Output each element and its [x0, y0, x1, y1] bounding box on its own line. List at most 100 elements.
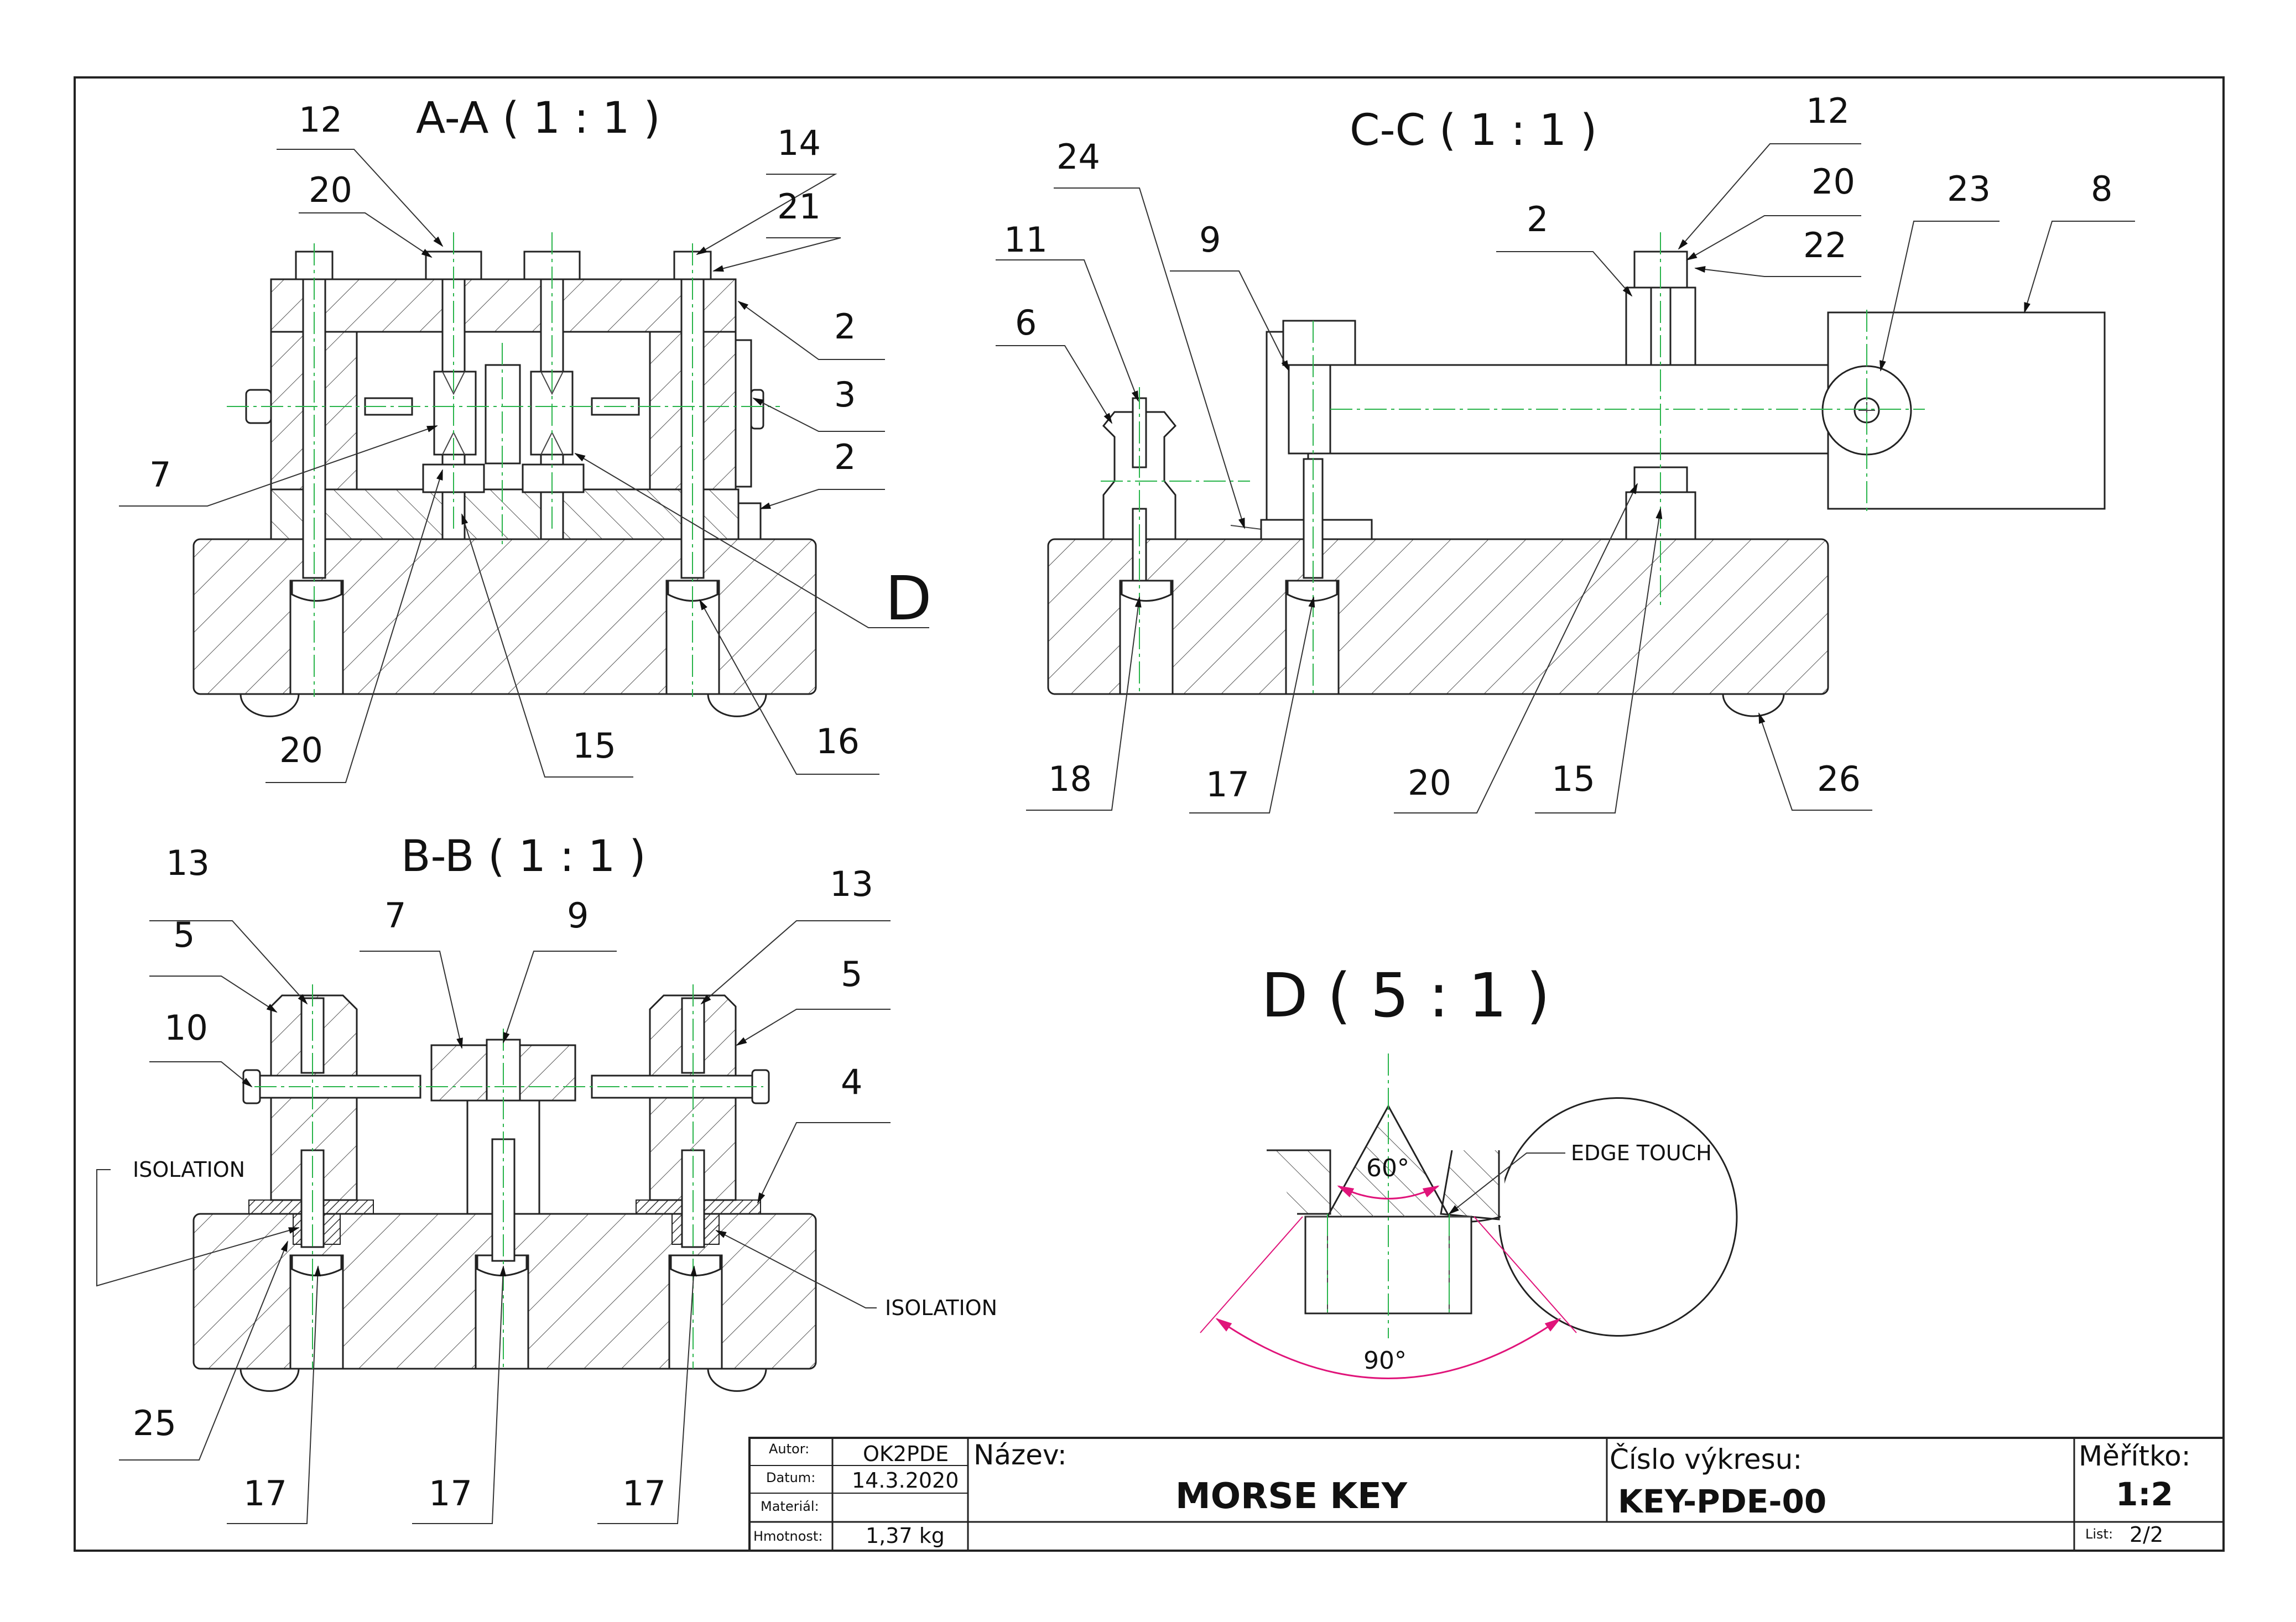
- cc-label-8: 8: [2091, 169, 2112, 209]
- cc-leader-2: [1496, 251, 1633, 297]
- cc-leader-20b: [1394, 483, 1638, 813]
- bb-label-9: 9: [567, 895, 589, 936]
- cc-leader-18: [1026, 596, 1142, 811]
- bb-foot-right: [707, 1368, 767, 1392]
- tb-name-label: Název:: [973, 1439, 1067, 1471]
- aa-side-knob-right: [750, 389, 764, 430]
- bb-label-17c: 17: [622, 1473, 666, 1514]
- tb-date: 14.3.2020: [852, 1468, 959, 1493]
- bb-head-3: [670, 1254, 721, 1276]
- cc-leader-9: [1170, 270, 1289, 372]
- bb-leader-7: [360, 951, 463, 1049]
- cc-label-15: 15: [1552, 759, 1595, 799]
- tb-mass: 1,37 kg: [866, 1524, 945, 1548]
- aa-screw-head-left: [291, 580, 342, 602]
- d-title: D ( 5 : 1 ): [1261, 960, 1550, 1031]
- d-ext-left: [1200, 1216, 1303, 1333]
- aa-title: A-A ( 1 : 1 ): [416, 93, 660, 143]
- bb-label-13a: 13: [166, 843, 210, 883]
- tb-mass-label: Hmotnost:: [753, 1529, 822, 1544]
- bb-label-25: 25: [133, 1403, 176, 1443]
- aa-label-20a: 20: [309, 170, 352, 210]
- cc-leader-26: [1758, 712, 1872, 811]
- d-detail-circle: [1498, 1097, 1738, 1337]
- cc-leader-24: [1054, 187, 1245, 529]
- cc-leader-20: [1686, 215, 1861, 260]
- tb-date-label: Datum:: [766, 1470, 815, 1485]
- tb-material-label: Materiál:: [761, 1499, 819, 1514]
- aa-leader-20b: [265, 469, 443, 783]
- aa-label-15: 15: [572, 726, 616, 766]
- aa-label-20b: 20: [279, 730, 323, 770]
- bb-head-1: [291, 1254, 342, 1276]
- bb-label-5b: 5: [841, 954, 862, 994]
- aa-label-2b: 2: [834, 437, 856, 477]
- tb-author: OK2PDE: [863, 1442, 949, 1466]
- bb-leader-iso-left: [96, 1169, 300, 1287]
- aa-leader-7: [119, 425, 438, 507]
- tb-frame: [748, 1437, 2225, 1552]
- title-block: Autor: OK2PDE Datum: 14.3.2020 Materiál:…: [748, 1437, 2225, 1552]
- aa-contact-block-1: [433, 371, 477, 456]
- cc-leader-11: [996, 259, 1139, 402]
- d-body-left: [1267, 1149, 1331, 1215]
- tb-author-label: Autor:: [769, 1441, 809, 1457]
- aa-leader-21: [712, 237, 841, 272]
- cc-leader-23: [1880, 221, 2000, 372]
- aa-label-2a: 2: [834, 306, 856, 347]
- tb-drawing-no: KEY-PDE-00: [1618, 1483, 1826, 1520]
- aa-label-21: 21: [777, 186, 821, 227]
- cc-foot: [1722, 693, 1785, 717]
- view-d: D ( 5 : 1 ) 60° 90° EDGE TOUCH: [1200, 960, 1738, 1379]
- cc-label-20b: 20: [1408, 763, 1451, 803]
- bb-label-13b: 13: [830, 864, 873, 904]
- bb-leader-13a: [149, 920, 308, 1005]
- bb-leader-17c: [597, 1265, 697, 1524]
- aa-leader-14: [696, 174, 837, 255]
- d-edge-leader: [1448, 1152, 1565, 1215]
- aa-label-3: 3: [834, 374, 856, 415]
- cc-label-26: 26: [1817, 759, 1861, 799]
- aa-lower-plate-step: [737, 502, 762, 540]
- aa-leader-3: [752, 398, 885, 432]
- aa-leader-16: [699, 599, 879, 775]
- cc-leader-15: [1535, 508, 1663, 813]
- cc-label-9: 9: [1199, 220, 1221, 260]
- cc-hole-head-2: [1287, 580, 1338, 602]
- tb-name: MORSE KEY: [1175, 1476, 1408, 1517]
- cc-label-20: 20: [1811, 161, 1855, 202]
- d-angle-60-arc: [1337, 1185, 1440, 1199]
- aa-base: [192, 538, 817, 695]
- bb-isolation-right: ISOLATION: [885, 1296, 997, 1320]
- bb-title: B-B ( 1 : 1 ): [401, 832, 646, 882]
- cc-hole-head-1: [1121, 580, 1172, 602]
- bb-label-17a: 17: [243, 1473, 287, 1514]
- cc-label-22: 22: [1803, 225, 1847, 265]
- cc-leader-12: [1678, 143, 1861, 250]
- aa-label-14: 14: [777, 123, 821, 163]
- aa-label-D: D: [885, 563, 932, 634]
- cc-label-6: 6: [1015, 303, 1037, 343]
- cc-label-24: 24: [1056, 137, 1100, 177]
- d-body-right: [1440, 1150, 1500, 1221]
- view-cc: C-C ( 1 : 1 ) 24 12 20 23 8 11 9 2 22 6 …: [996, 91, 2135, 813]
- tb-scale-label: Měřítko:: [2079, 1440, 2191, 1472]
- bb-leader-25: [119, 1240, 288, 1461]
- cc-label-2: 2: [1527, 199, 1548, 239]
- d-angle-90-arc: [1215, 1318, 1561, 1379]
- bb-leader-9: [503, 951, 617, 1044]
- bb-leader-17b: [412, 1265, 507, 1524]
- cc-title: C-C ( 1 : 1 ): [1350, 106, 1597, 155]
- bb-label-4: 4: [841, 1062, 862, 1102]
- aa-foot-right: [707, 693, 767, 717]
- bb-label-5a: 5: [173, 915, 195, 955]
- aa-leader-2a: [737, 300, 885, 360]
- bb-leader-17a: [227, 1265, 321, 1524]
- aa-leader-12: [277, 149, 444, 247]
- cc-leader-22: [1694, 266, 1861, 277]
- aa-leader-15: [461, 513, 633, 778]
- cc-leader-17: [1189, 596, 1315, 813]
- aa-lower-plate: [270, 488, 740, 540]
- cc-bracket-top: [1282, 320, 1356, 366]
